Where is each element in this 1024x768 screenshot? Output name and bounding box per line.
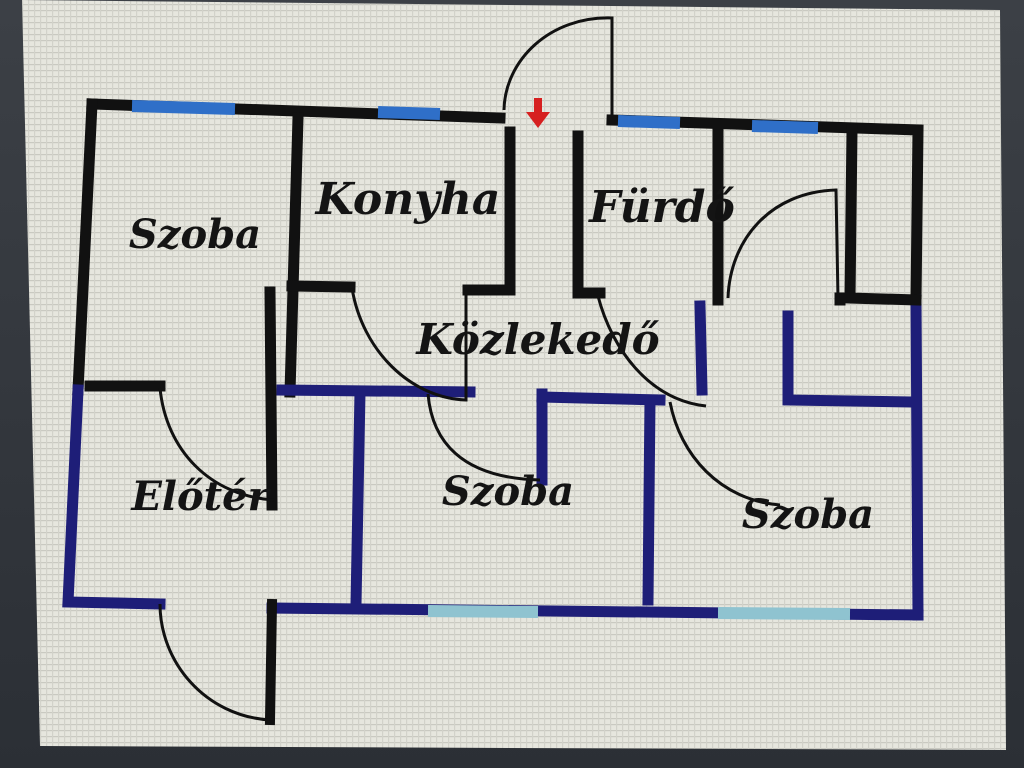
room-label-room-2: Szoba bbox=[442, 468, 574, 515]
window-bath-1 bbox=[617, 115, 681, 129]
room-label-hall: Előtér bbox=[130, 473, 271, 520]
windows bbox=[131, 100, 851, 620]
window-room1 bbox=[131, 100, 236, 115]
room-label-kitchen: Konyha bbox=[314, 174, 501, 225]
door-swings bbox=[158, 16, 840, 722]
window-kitchen bbox=[377, 106, 441, 120]
door-bathroom bbox=[596, 295, 707, 408]
door-main-entry bbox=[502, 16, 614, 120]
window-bath-2 bbox=[751, 120, 819, 134]
door-wc bbox=[726, 188, 840, 299]
interior-walls-black bbox=[84, 112, 922, 511]
interior-walls-navy bbox=[276, 300, 920, 610]
down-arrow-icon bbox=[526, 98, 550, 128]
door-room3 bbox=[668, 401, 781, 507]
door-hall bbox=[158, 387, 275, 502]
door-kitchen bbox=[350, 287, 468, 402]
entry-wall bbox=[264, 598, 278, 726]
room-label-room-3: Szoba bbox=[742, 491, 874, 538]
door-front bbox=[158, 603, 271, 722]
room-label-corridor: Közlekedő bbox=[415, 315, 659, 364]
paper-sheet bbox=[22, 0, 1006, 750]
window-room3 bbox=[717, 607, 851, 620]
room-label-bathroom: Fürdő bbox=[587, 182, 735, 233]
door-room2 bbox=[426, 393, 541, 482]
room-label-room-1: Szoba bbox=[129, 211, 261, 258]
window-room2 bbox=[427, 605, 539, 618]
